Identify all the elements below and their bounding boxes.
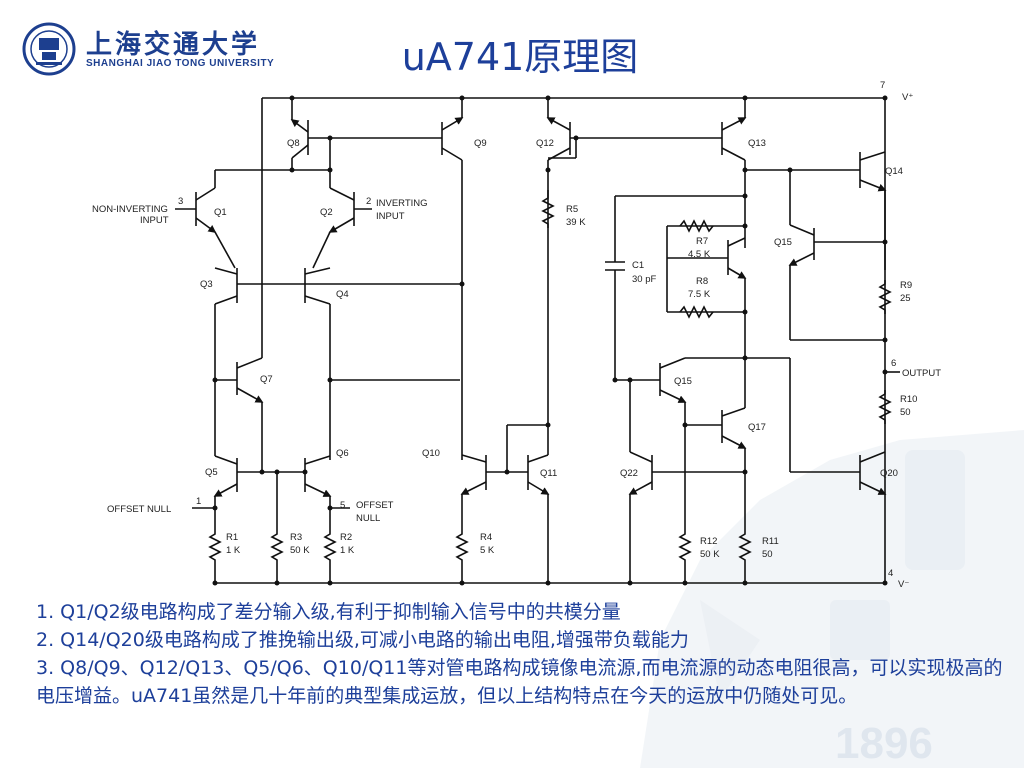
r3-value: 50 K (290, 545, 310, 556)
r12-label: R12 (700, 536, 717, 547)
r10-label: R10 (900, 394, 917, 405)
page-title: uA741原理图 (401, 35, 639, 79)
q7-label: Q7 (260, 374, 273, 385)
r8-value: 7.5 K (688, 289, 711, 300)
university-logo: 上海交通大学 SHANGHAI JIAO TONG UNIVERSITY (22, 22, 274, 80)
q15-label: Q15 (774, 237, 792, 248)
r1-value: 1 K (226, 545, 241, 556)
pin-1-label: 1 (196, 496, 201, 507)
q9-label: Q9 (474, 138, 487, 149)
watermark-year: 1896 (835, 719, 933, 768)
r9-value: 25 (900, 293, 911, 304)
q17-label: Q17 (748, 422, 766, 433)
r7-value: 4.5 K (688, 249, 711, 260)
note-3: 3. Q8/Q9、Q12/Q13、Q5/Q6、Q10/Q11等对管电路构成镜像电… (36, 657, 1003, 707)
note-2: 2. Q14/Q20级电路构成了推挽输出级,可减小电路的输出电阻,增强带负载能力 (36, 629, 689, 651)
offset-null-2-label-2: NULL (356, 513, 380, 524)
r4-value: 5 K (480, 545, 495, 556)
offset-null-2-label-1: OFFSET (356, 500, 394, 511)
pin-2-label: 2 (366, 196, 371, 207)
r11-label: R11 (762, 536, 779, 547)
pin-5-label: 5 (340, 500, 345, 511)
r3-label: R3 (290, 532, 302, 543)
r10-value: 50 (900, 407, 911, 418)
q5-label: Q5 (205, 467, 218, 478)
r7-label: R7 (696, 236, 708, 247)
pin-4-label: 4 (888, 568, 893, 579)
q2-label: Q2 (320, 207, 333, 218)
q3-label: Q3 (200, 279, 213, 290)
c1-value: 30 pF (632, 274, 656, 285)
c1-label: C1 (632, 260, 644, 271)
q22-label: Q22 (620, 468, 638, 479)
ua741-schematic: 7 V⁺ 4 V⁻ 6 OUTPUT 3 NON-INVERTING INPUT… (92, 80, 941, 590)
university-name-cn: 上海交通大学 (86, 30, 261, 60)
q15-driver-label: Q15 (674, 376, 692, 387)
noninv-label-2: INPUT (140, 215, 169, 226)
note-1: 1. Q1/Q2级电路构成了差分输入级,有利于抑制输入信号中的共模分量 (36, 601, 621, 623)
noninv-label-1: NON-INVERTING (92, 204, 168, 215)
offset-null-1-label: OFFSET NULL (107, 504, 171, 515)
r11-value: 50 (762, 549, 773, 560)
q11-label: Q11 (540, 468, 557, 479)
q10-label: Q10 (422, 448, 440, 459)
q12-label: Q12 (536, 138, 554, 149)
q13-label: Q13 (748, 138, 766, 149)
q6-label: Q6 (336, 448, 349, 459)
q4-label: Q4 (336, 289, 349, 300)
r12-value: 50 K (700, 549, 720, 560)
q14-label: Q14 (885, 166, 903, 177)
q20-label: Q20 (880, 468, 898, 479)
q1-label: Q1 (214, 207, 227, 218)
explanation-notes: 1. Q1/Q2级电路构成了差分输入级,有利于抑制输入信号中的共模分量 2. Q… (36, 598, 1011, 710)
pin-7-label: 7 (880, 80, 885, 91)
r1-label: R1 (226, 532, 238, 543)
q8-label: Q8 (287, 138, 300, 149)
pin-6-label: 6 (891, 358, 896, 369)
r4-label: R4 (480, 532, 492, 543)
output-label: OUTPUT (902, 368, 941, 379)
inv-label-2: INPUT (376, 211, 405, 222)
university-seal-icon (22, 22, 76, 76)
r5-value: 39 K (566, 217, 586, 228)
pin-3-label: 3 (178, 196, 183, 207)
vminus-label: V⁻ (898, 579, 909, 590)
r2-label: R2 (340, 532, 352, 543)
r5-label: R5 (566, 204, 578, 215)
r2-value: 1 K (340, 545, 355, 556)
inv-label-1: INVERTING (376, 198, 428, 209)
vplus-label: V⁺ (902, 92, 913, 103)
university-name-en: SHANGHAI JIAO TONG UNIVERSITY (86, 58, 275, 69)
r8-label: R8 (696, 276, 708, 287)
r9-label: R9 (900, 280, 912, 291)
